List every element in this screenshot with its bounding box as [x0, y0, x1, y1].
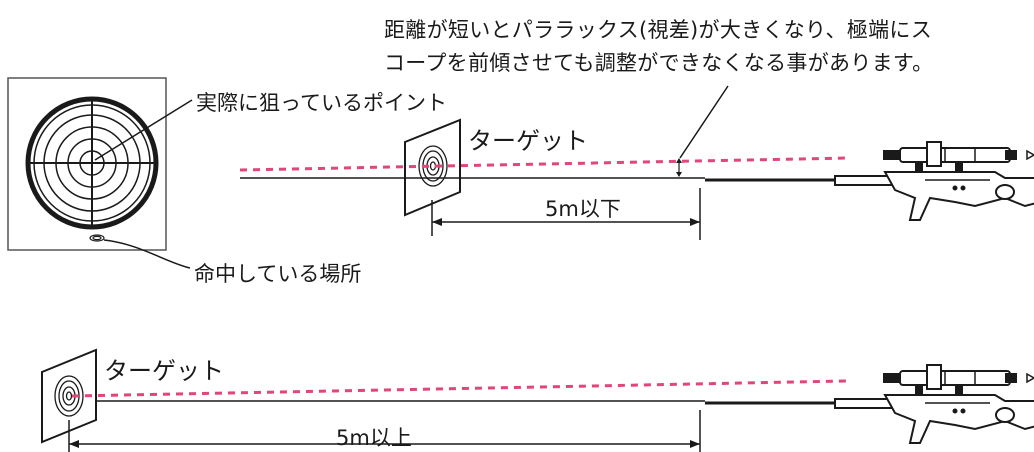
rifle-far: [703, 363, 1034, 445]
distance-far: [68, 410, 701, 452]
target-far: [41, 348, 97, 444]
impact-mark: [89, 234, 105, 242]
target-far-label: ターゲット: [104, 357, 224, 385]
rifle-near: [703, 140, 1034, 222]
reticle: [25, 96, 159, 230]
impact-leader: [103, 239, 191, 269]
parallax-note-line1: 距離が短いとパララックス(視差)が大きくなり、極端にス: [384, 18, 933, 42]
aim-point-label: 実際に狙っているポイント: [196, 91, 447, 115]
sight-line-near: [239, 156, 849, 172]
parallax-note-line2: コープを前傾させても調整ができなくなる事があります。: [384, 51, 934, 75]
distance-near: [431, 188, 701, 240]
parallax-note: 距離が短いとパララックス(視差)が大きくなり、極端にス コープを前傾させても調整…: [384, 14, 933, 80]
note-leader: [679, 85, 729, 159]
target-near-label: ターゲット: [468, 127, 588, 155]
impact-label: 命中している場所: [194, 262, 362, 286]
distance-near-label: 5m以下: [545, 197, 621, 221]
aim-leader: [94, 99, 193, 161]
distance-far-label: 5m以上: [336, 426, 412, 450]
target-near: [404, 118, 461, 217]
